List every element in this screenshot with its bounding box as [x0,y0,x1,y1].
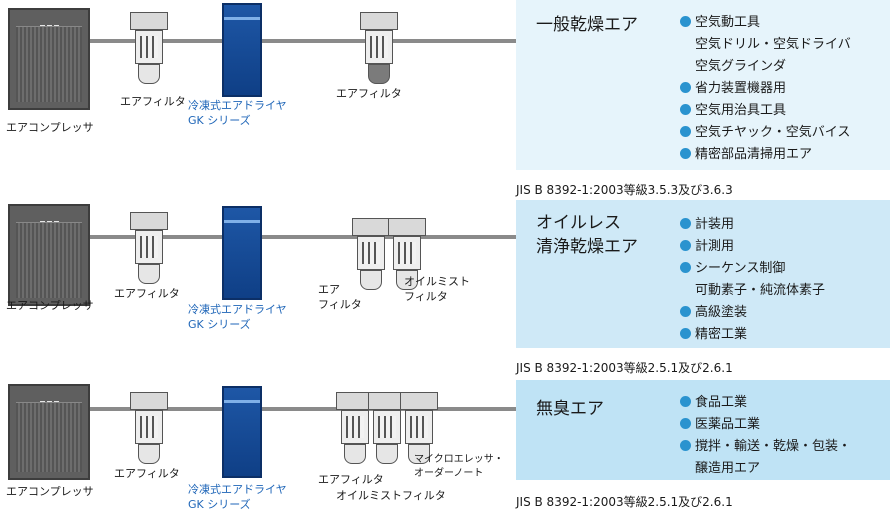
application-item: 空気動工具 [680,12,851,34]
air-filter-label: エアフィルタ [318,473,384,486]
application-item: 精密部品清掃用エア [680,144,851,166]
bullet-icon [680,396,691,407]
bullet-icon [680,82,691,93]
panel-title: オイルレス [536,213,621,233]
application-item: シーケンス制御 [680,258,825,280]
dryer-series-label: GK シリーズ [188,498,251,511]
compressor-label: エアコンプレッサ [6,485,94,498]
air-compressor-icon [8,384,90,480]
application-item: 精密工業 [680,324,825,346]
bullet-icon [680,262,691,273]
air-compressor-icon [8,204,90,306]
air-pipe [90,235,516,239]
air-filter-label: エアフィルタ [114,287,180,300]
application-item: 可動素子・純流体素子 [680,280,825,302]
air-compressor-icon [8,8,90,110]
application-item-label: 空気用治具工具 [695,103,787,118]
application-item: 空気チヤック・空気バイス [680,122,851,144]
micro-filter-label: マイクロエレッサ・ [414,454,504,465]
refrigerated-dryer-icon [222,386,262,478]
application-item: 省力装置機器用 [680,78,851,100]
bullet-icon [680,328,691,339]
oil-mist-filter-label: オイルミストフィルタ [336,489,446,502]
refrigerated-dryer-icon [222,206,262,300]
application-item-label: 空気ドリル・空気ドライバ [695,37,851,52]
application-panel-general: 一般乾燥エア 空気動工具空気ドリル・空気ドライバ空気グラインダ省力装置機器用空気… [516,0,890,170]
application-item-label: 医薬品工業 [695,417,761,432]
panel-title-line2: 清浄乾燥エア [536,237,638,257]
compressor-label: エアコンプレッサ [6,299,94,312]
application-item-label: 高級塗装 [695,305,748,320]
application-item: 空気用治具工具 [680,100,851,122]
dryer-series-label: GK シリーズ [188,318,251,331]
micro-filter-label-line2: オーダーノート [414,468,484,479]
application-item: 撹拌・輸送・乾燥・包装・ [680,436,851,458]
dryer-label: 冷凍式エアドライヤ [188,303,287,316]
dryer-label: 冷凍式エアドライヤ [188,99,287,112]
application-item: 食品工業 [680,392,851,414]
air-filter-label: エアフィルタ [120,95,186,108]
oil-mist-filter-label: オイルミスト [404,275,470,288]
panel-title: 一般乾燥エア [536,15,638,35]
application-item-label: 計測用 [695,239,735,254]
dryer-series-label: GK シリーズ [188,114,251,127]
air-pipe [90,407,516,411]
application-item: 計測用 [680,236,825,258]
application-list: 空気動工具空気ドリル・空気ドライバ空気グラインダ省力装置機器用空気用治具工具空気… [680,12,851,166]
bullet-icon [680,240,691,251]
refrigerated-dryer-icon [222,3,262,97]
application-item-label: 撹拌・輸送・乾燥・包装・ [695,439,852,454]
bullet-icon [680,218,691,229]
application-list: 食品工業医薬品工業撹拌・輸送・乾燥・包装・醸造用エア [680,392,851,480]
bullet-icon [680,418,691,429]
row-oilless-clean-dry-air: エアコンプレッサ エアフィルタ 冷凍式エアドライヤ GK シリーズ エア フィル… [0,200,890,375]
second-filter-label: エアフィルタ [336,87,402,100]
bullet-icon [680,16,691,27]
application-item-label: 醸造用エア [695,461,761,476]
air-pipe [90,39,516,43]
application-item: 空気グラインダ [680,56,851,78]
application-item-label: 空気動工具 [695,15,761,30]
application-item: 計装用 [680,214,825,236]
bullet-icon [680,148,691,159]
application-panel-odorless: 無臭エア 食品工業医薬品工業撹拌・輸送・乾燥・包装・醸造用エア [516,380,890,480]
application-item: 空気ドリル・空気ドライバ [680,34,851,56]
bullet-icon [680,440,691,451]
application-item-label: 省力装置機器用 [695,81,787,96]
application-item-label: シーケンス制御 [695,261,786,276]
bullet-icon [680,126,691,137]
application-panel-oilless: オイルレス 清浄乾燥エア 計装用計測用シーケンス制御可動素子・純流体素子高級塗装… [516,200,890,348]
air-filter-label: エア [318,283,340,296]
dryer-label: 冷凍式エアドライヤ [188,483,287,496]
oil-mist-filter-label-line2: フィルタ [404,290,448,303]
application-item: 醸造用エア [680,458,851,480]
application-item-label: 精密部品清掃用エア [695,147,813,162]
panel-title: 無臭エア [536,399,604,419]
compressor-label: エアコンプレッサ [6,121,94,134]
jis-standard-label: JIS B 8392-1:2003等級2.5.1及び2.6.1 [516,361,733,375]
application-item-label: 可動素子・純流体素子 [695,283,826,298]
application-item-label: 食品工業 [695,395,748,410]
jis-standard-label: JIS B 8392-1:2003等級2.5.1及び2.6.1 [516,495,733,509]
row-general-dry-air: エアコンプレッサ エアフィルタ 冷凍式エアドライヤ GK シリーズ エアフィルタ… [0,0,890,197]
application-item-label: 精密工業 [695,327,748,342]
application-item-label: 空気チヤック・空気バイス [695,125,851,140]
bullet-icon [680,104,691,115]
application-item: 医薬品工業 [680,414,851,436]
jis-standard-label: JIS B 8392-1:2003等級3.5.3及び3.6.3 [516,183,733,197]
application-item-label: 空気グラインダ [695,59,787,74]
air-filter-label: エアフィルタ [114,467,180,480]
air-filter-label-line2: フィルタ [318,298,362,311]
bullet-icon [680,306,691,317]
application-item-label: 計装用 [695,217,735,232]
application-list: 計装用計測用シーケンス制御可動素子・純流体素子高級塗装精密工業 [680,214,825,346]
row-odorless-air: エアコンプレッサ エアフィルタ 冷凍式エアドライヤ GK シリーズ エアフィルタ… [0,380,890,516]
application-item: 高級塗装 [680,302,825,324]
